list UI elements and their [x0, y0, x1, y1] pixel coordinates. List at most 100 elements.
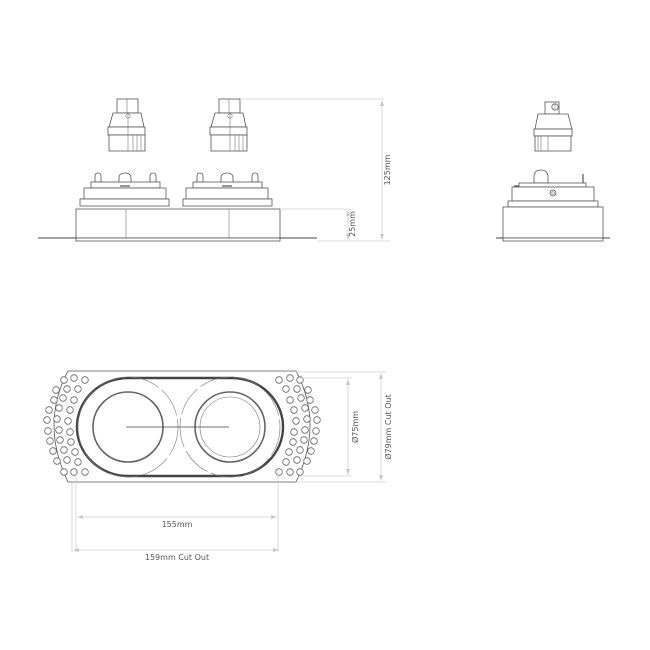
lamp-housing-right: [182, 172, 273, 207]
perforation-hole: [44, 427, 52, 435]
perforation-hole: [282, 385, 290, 393]
perforation-hole: [311, 406, 319, 414]
perforation-hole: [71, 448, 79, 456]
arrowhead: [380, 234, 384, 240]
driver-module-left: [107, 98, 146, 152]
perforation-hole: [55, 404, 63, 412]
driver-shoulder: [210, 112, 247, 128]
lamp-housing-left: [79, 172, 170, 207]
housing-step: [192, 181, 263, 189]
bezel-outline: [75, 376, 285, 478]
flange-plate: [502, 237, 604, 242]
perforation-hole: [81, 376, 89, 384]
arrowhead: [380, 100, 384, 106]
perforation-hole: [59, 394, 67, 402]
perforation-hole: [306, 396, 314, 404]
driver-screw: [227, 113, 233, 119]
housing-step: [507, 200, 599, 208]
housing-step: [79, 198, 170, 207]
dimension-label-cutout-width: 159mm Cut Out: [145, 553, 209, 562]
perforation-hole: [313, 416, 321, 424]
flange-plate: [75, 237, 281, 242]
perforation-hole: [286, 396, 294, 404]
perforation-hole: [53, 415, 61, 423]
arrowhead: [73, 548, 79, 552]
driver-body: [108, 134, 146, 152]
perforation-hole: [292, 417, 300, 425]
front-elevation: [38, 98, 317, 242]
dimension-label-cutout-diameter: Ø79mm Cut Out: [383, 394, 393, 459]
perforation-hole: [312, 427, 320, 435]
driver-cap: [218, 98, 241, 114]
perforation-hole: [63, 385, 71, 393]
perforation-hole: [56, 436, 64, 444]
housing-step: [182, 198, 273, 207]
perforation-hole: [52, 386, 60, 394]
spring-clip: [196, 172, 204, 183]
driver-band: [533, 128, 573, 137]
perforation-hole: [300, 436, 308, 444]
housing-step: [185, 187, 269, 200]
perforation-hole: [290, 406, 298, 414]
housing-step: [83, 187, 167, 200]
perforation-hole: [275, 468, 283, 476]
perforation-hole: [290, 428, 298, 436]
perforation-hole: [50, 396, 58, 404]
perforation-hole: [304, 386, 312, 394]
perforation-hole: [60, 376, 68, 384]
perforation-hole: [64, 417, 72, 425]
perforation-hole: [285, 448, 293, 456]
perforation-hole: [74, 385, 82, 393]
adjust-screw: [549, 189, 557, 197]
height-dimensions: 125mm 25mm: [240, 98, 392, 242]
perforation-hole: [67, 438, 75, 446]
perforation-hole: [55, 426, 63, 434]
driver-body: [534, 135, 572, 152]
perforation-hole: [70, 396, 78, 404]
perforation-hole: [307, 447, 315, 455]
housing-step: [90, 181, 161, 189]
perforation-hole: [310, 437, 318, 445]
perforation-hole: [282, 458, 290, 466]
perforation-hole: [74, 458, 82, 466]
spring-clip: [94, 172, 102, 183]
perforation-hole: [70, 374, 78, 382]
perforation-hole: [60, 468, 68, 476]
plan-dimensions: 155mm 159mm Cut Out Ø75mm Ø79mm Cut Out: [71, 371, 393, 562]
perforation-hole: [301, 426, 309, 434]
spring-clip: [149, 172, 157, 183]
driver-cap: [116, 98, 139, 114]
driver-shoulder: [108, 112, 145, 128]
driver-shoulder: [534, 113, 573, 130]
side-elevation: [496, 101, 610, 242]
housing-step: [518, 182, 587, 188]
arrowhead: [271, 515, 277, 519]
driver-body: [210, 134, 248, 152]
lamp-dome: [533, 169, 549, 184]
perforation-hole: [296, 468, 304, 476]
driver-screw: [125, 113, 131, 119]
perforation-hole: [43, 416, 51, 424]
perforation-hole: [286, 468, 294, 476]
adjust-screw-center: [551, 191, 555, 195]
trim-body: [75, 208, 281, 240]
arrowhead: [77, 515, 83, 519]
perforation-hole: [45, 406, 53, 414]
perforation-hole: [289, 438, 297, 446]
perforation-hole: [297, 394, 305, 402]
trim-body: [502, 206, 604, 240]
dimension-label-width: 155mm: [162, 520, 193, 529]
perforation-hole: [301, 404, 309, 412]
driver-module-right: [209, 98, 248, 152]
perforation-hole: [293, 385, 301, 393]
dimension-label-height: 125mm: [383, 154, 392, 185]
arrowhead: [379, 475, 383, 481]
arrowhead: [379, 373, 383, 379]
perforation-hole: [303, 415, 311, 423]
perforation-hole: [49, 447, 57, 455]
perforation-hole: [66, 406, 74, 414]
driver-band: [209, 126, 248, 136]
perforation-hole: [303, 457, 311, 465]
